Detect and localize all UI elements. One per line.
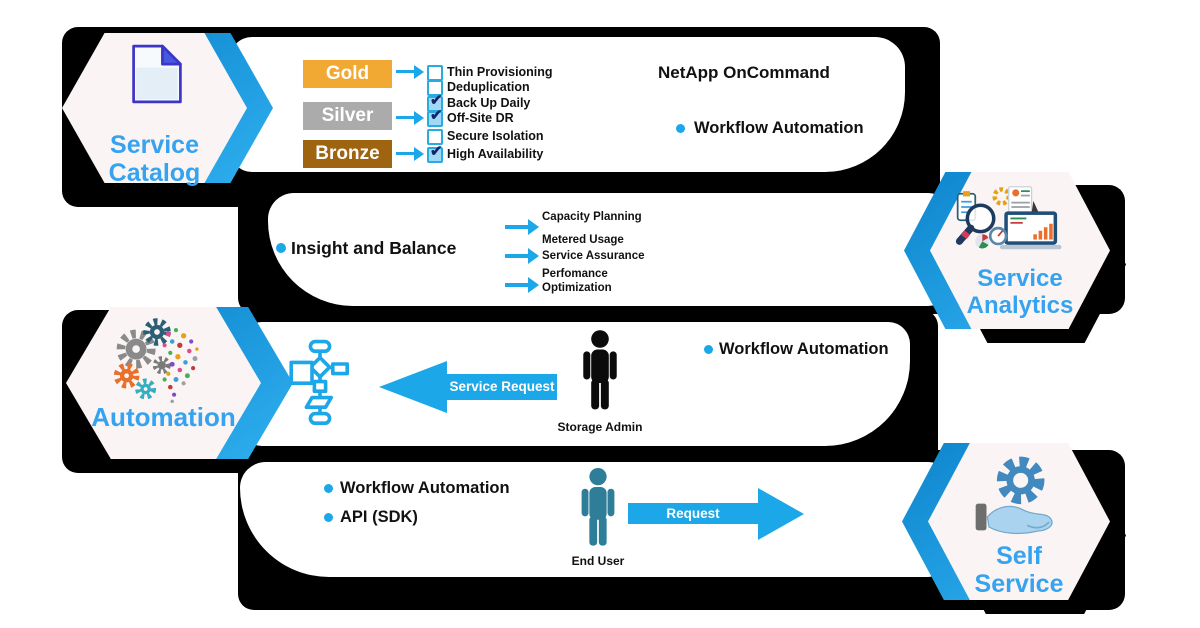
checked-checkbox-icon xyxy=(427,106,443,127)
row1-bullet-label: Workflow Automation xyxy=(694,119,864,137)
bullet-dot-icon xyxy=(704,345,713,354)
bullet-dot-icon xyxy=(324,513,333,522)
arrow-icon-silver xyxy=(396,110,424,125)
feature-label: High Availability xyxy=(447,147,544,161)
service-catalog-label: Service Catalog xyxy=(108,131,201,187)
end-user-label: End User xyxy=(571,554,625,568)
arrow-icon-bronze xyxy=(396,146,424,161)
arrow-icon xyxy=(505,277,539,293)
self-service-label: Self Service xyxy=(974,542,1064,598)
document-icon xyxy=(132,44,182,104)
row4-bullet-label: API (SDK) xyxy=(340,508,418,526)
tier-badge-gold: Gold xyxy=(303,60,392,88)
insight-item-label: Metered Usage xyxy=(542,234,624,246)
unchecked-checkbox-icon xyxy=(427,65,443,81)
feature-label: Thin Provisioning xyxy=(447,65,553,79)
feature-label: Deduplication xyxy=(447,80,530,94)
row2-bullet-label: Insight and Balance xyxy=(291,238,457,258)
flowchart-icon xyxy=(289,339,349,425)
row3-bullet-label: Workflow Automation xyxy=(719,340,889,358)
feature-label: Off-Site DR xyxy=(447,111,514,125)
arrow-icon-gold xyxy=(396,64,424,79)
tier-badge-silver: Silver xyxy=(303,102,392,130)
tier-badge-bronze: Bronze xyxy=(303,140,392,168)
insight-item-label: Capacity Planning xyxy=(542,211,642,223)
bullet-dot-icon xyxy=(324,484,333,493)
service-request-arrow: Service Request xyxy=(379,361,557,413)
automation-label: Automation xyxy=(91,402,236,432)
feature-label: Secure Isolation xyxy=(447,129,544,143)
content-box-automation xyxy=(240,322,910,446)
content-box-insight xyxy=(268,193,950,306)
row4-bullet-label: Workflow Automation xyxy=(340,479,510,497)
hand-gear-icon xyxy=(975,456,1053,535)
bullet-dot-icon xyxy=(276,243,286,253)
insight-item-label: Service Assurance xyxy=(542,250,645,262)
analytics-icon xyxy=(955,186,1062,250)
brain-gears-icon xyxy=(113,318,199,404)
end-user-person-icon xyxy=(581,468,615,546)
request-arrow-label: Request xyxy=(666,506,720,521)
request-arrow: Request xyxy=(628,487,804,540)
service-analytics-label: Service Analytics xyxy=(966,265,1074,319)
bullet-dot-icon xyxy=(676,124,685,133)
feature-label: Back Up Daily xyxy=(447,96,531,110)
service-request-arrow-label: Service Request xyxy=(449,379,555,394)
arrow-icon xyxy=(505,219,539,235)
storage-admin-person-icon xyxy=(583,330,617,410)
storage-admin-label: Storage Admin xyxy=(557,420,643,434)
arrow-icon xyxy=(505,248,539,264)
row1-title: NetApp OnCommand xyxy=(658,63,830,82)
insight-item-label: Perfomance Optimization xyxy=(542,268,612,294)
checked-checkbox-icon xyxy=(427,142,443,163)
